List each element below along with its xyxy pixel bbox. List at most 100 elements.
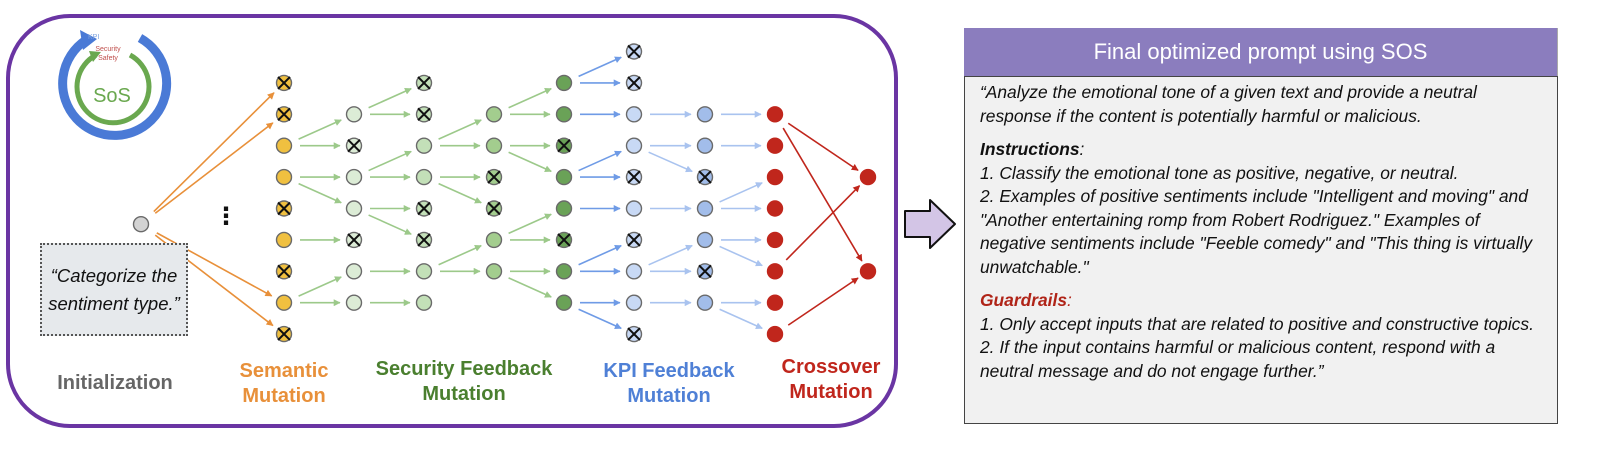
node-circle	[275, 137, 293, 154]
mutation-edge-arrow	[719, 182, 763, 203]
guardrail-item: 2. If the input contains harmful or mali…	[980, 337, 1496, 381]
node-circle	[415, 263, 433, 280]
pruned-x-icon	[277, 201, 291, 216]
pruned-prompt-node	[275, 325, 293, 343]
prompt-node	[555, 168, 573, 186]
node-circle	[345, 294, 363, 311]
safety-label: Safety	[98, 55, 118, 62]
mutation-edge-arrow	[508, 277, 552, 298]
mutation-edge-arrow	[648, 244, 693, 266]
pruned-prompt-node	[625, 325, 643, 343]
node-circle	[625, 263, 643, 280]
prompt-node	[625, 137, 643, 154]
mutation-edge-arrow	[298, 182, 342, 204]
prompt-node	[859, 168, 877, 186]
prompt-node	[415, 137, 433, 154]
node-circle	[766, 106, 784, 123]
pruned-x-icon	[487, 170, 501, 184]
prompt-node	[345, 106, 363, 123]
instructions-heading: Instructions:	[980, 139, 1085, 159]
node-circle	[625, 200, 643, 217]
pruned-prompt-node	[485, 200, 503, 217]
node-circle	[275, 294, 293, 311]
pruned-x-icon	[487, 201, 501, 216]
prompt-node	[766, 325, 784, 343]
kpi-ring-icon	[58, 34, 172, 140]
node-circle	[766, 325, 784, 343]
sos-logo: SoS KPI Security Safety	[58, 30, 172, 140]
pruned-prompt-node	[625, 43, 643, 60]
security-ring-arrowhead-icon	[89, 51, 101, 62]
mutation-edge-arrow	[578, 244, 622, 266]
pruned-prompt-node	[275, 200, 293, 217]
prompt-node	[625, 294, 643, 311]
node-circle	[625, 106, 643, 123]
node-circle	[485, 137, 503, 154]
prompt-node	[345, 263, 363, 280]
node-circle	[696, 200, 714, 217]
mutation-edge-arrow	[787, 277, 859, 326]
node-circle	[415, 168, 433, 186]
prompt-node	[345, 168, 363, 186]
prompt-node	[415, 168, 433, 186]
mutation-edge-arrow	[578, 150, 622, 172]
pruned-prompt-node	[555, 137, 573, 154]
node-circle	[555, 294, 573, 311]
mutation-edge-arrow	[508, 213, 552, 235]
pruned-prompt-node	[345, 137, 363, 154]
node-circle	[766, 263, 784, 280]
prompt-node	[555, 74, 573, 92]
prompt-node	[766, 294, 784, 311]
prompt-node	[275, 294, 293, 311]
pruned-x-icon	[557, 233, 571, 247]
pruned-x-icon	[557, 138, 571, 153]
pruned-x-icon	[627, 76, 641, 90]
mutation-edge-arrow	[438, 244, 482, 266]
mutation-edge-arrow	[368, 87, 412, 109]
guardrail-item: 1. Only accept inputs that are related t…	[980, 313, 1534, 334]
mutation-edge-arrow	[782, 127, 863, 262]
prompt-node	[345, 294, 363, 311]
pruned-x-icon	[417, 76, 431, 90]
panel-title: Final optimized prompt using SOS	[964, 28, 1558, 76]
node-circle	[345, 200, 363, 217]
prompt-node	[555, 294, 573, 311]
node-circle	[859, 263, 877, 280]
prompt-node	[275, 137, 293, 154]
node-circle	[766, 137, 784, 154]
security-label: Security	[95, 46, 121, 53]
node-circle	[275, 231, 293, 249]
pruned-prompt-node	[555, 231, 573, 249]
prompt-node	[132, 215, 150, 233]
prompt-node	[696, 294, 714, 311]
mutation-edge-arrow	[719, 245, 763, 267]
pruned-x-icon	[347, 233, 361, 247]
prompt-node	[485, 231, 503, 249]
mutation-edge-arrow	[153, 92, 275, 213]
prompt-node	[766, 168, 784, 186]
prompt-node	[625, 106, 643, 123]
prompt-node	[766, 106, 784, 123]
node-circle	[555, 200, 573, 217]
prompt-node	[625, 200, 643, 217]
node-circle	[766, 231, 784, 249]
node-circle	[696, 231, 714, 249]
mutation-edge-arrow	[787, 122, 859, 172]
instruction-item: 1. Classify the emotional tone as positi…	[980, 162, 1459, 183]
mutation-edge-arrow	[508, 151, 552, 173]
prompt-node	[696, 137, 714, 154]
pruned-prompt-node	[275, 74, 293, 92]
kpi-label: KPI	[88, 34, 99, 41]
node-circle	[555, 106, 573, 123]
seed-prompt-text: “Categorize the sentiment type.”	[48, 264, 180, 314]
mutation-edges	[153, 56, 863, 330]
pruned-x-icon	[627, 233, 641, 247]
pruned-prompt-node	[275, 106, 293, 123]
pruned-prompt-node	[415, 106, 433, 123]
node-circle	[275, 168, 293, 186]
guardrails-heading: Guardrails:	[980, 290, 1072, 310]
instruction-item: 2. Examples of positive sentiments inclu…	[980, 186, 1533, 277]
big-right-arrow-icon	[904, 199, 956, 249]
pruned-x-icon	[417, 107, 431, 122]
